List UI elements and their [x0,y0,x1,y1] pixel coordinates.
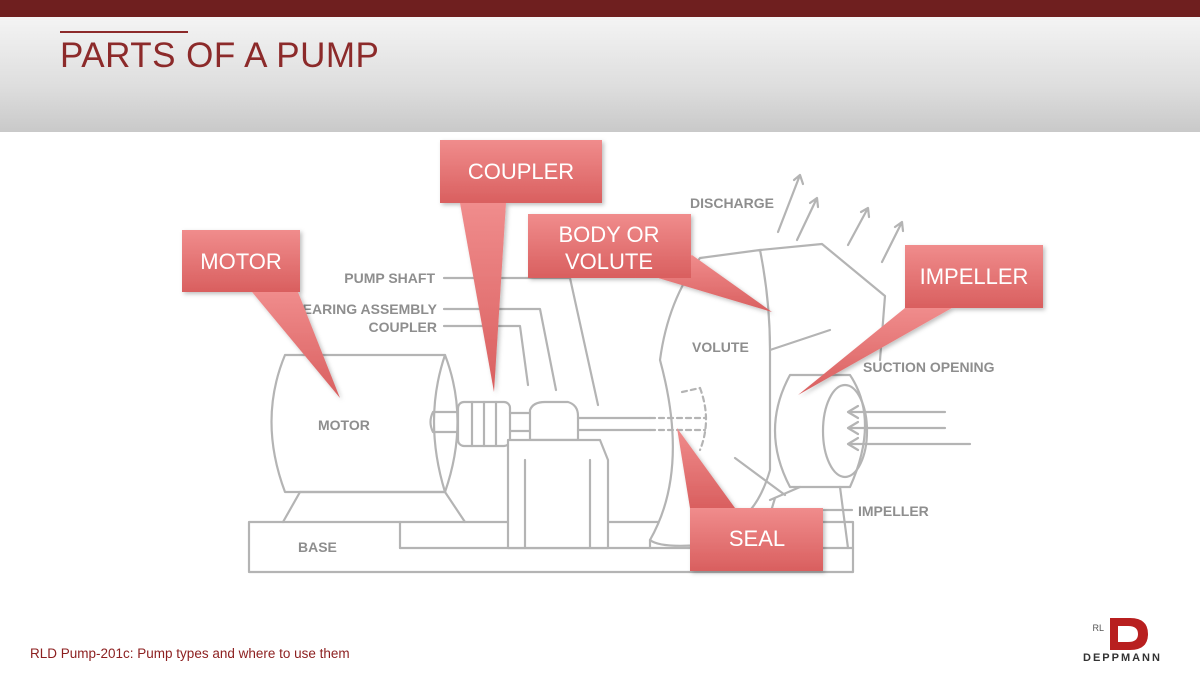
coupler-drawing [456,400,532,448]
callout-seal-text: SEAL [729,526,785,551]
suction-opening-label: SUCTION OPENING [863,359,995,375]
discharge-label: DISCHARGE [690,195,774,211]
callout-coupler-text: COUPLER [468,159,574,184]
callout-body-text-line1: BODY OR [558,222,659,247]
callout-impeller-text: IMPELLER [920,264,1029,289]
logo-monogram: RL [1092,623,1104,633]
top-accent-bar [0,0,1200,17]
pump-shaft-label: PUMP SHAFT [344,270,435,286]
slide-title: PARTS OF A PUMP [60,36,380,75]
suction-cylinder-drawing [733,373,869,550]
volute-label: VOLUTE [692,339,749,355]
callout-body-text-line2: VOLUTE [565,249,653,274]
motor-label: MOTOR [318,417,370,433]
callout-seal [677,428,823,571]
callout-body-volute [528,214,772,312]
base-label: BASE [298,539,337,555]
title-rule [60,31,188,33]
callout-impeller [798,245,1043,395]
motor-body [270,353,467,524]
logo-wordmark: DEPPMANN [1083,652,1162,664]
coupler-label: COUPLER [369,319,437,335]
discharge-flow-arrows [776,173,905,264]
suction-flow-arrows [846,404,972,452]
callout-motor [182,230,340,398]
callout-motor-text: MOTOR [200,249,281,274]
callout-coupler [440,140,602,392]
bearing-assembly-label: BEARING ASSEMBLY [293,301,438,317]
header-band [0,17,1200,132]
footer-course-title: RLD Pump-201c: Pump types and where to u… [30,646,350,661]
impeller-label: IMPELLER [858,503,929,519]
logo-letter: D [1080,612,1081,613]
deppmann-logo: RL D [1080,612,1148,650]
bearing-assembly-drawing [506,400,652,550]
